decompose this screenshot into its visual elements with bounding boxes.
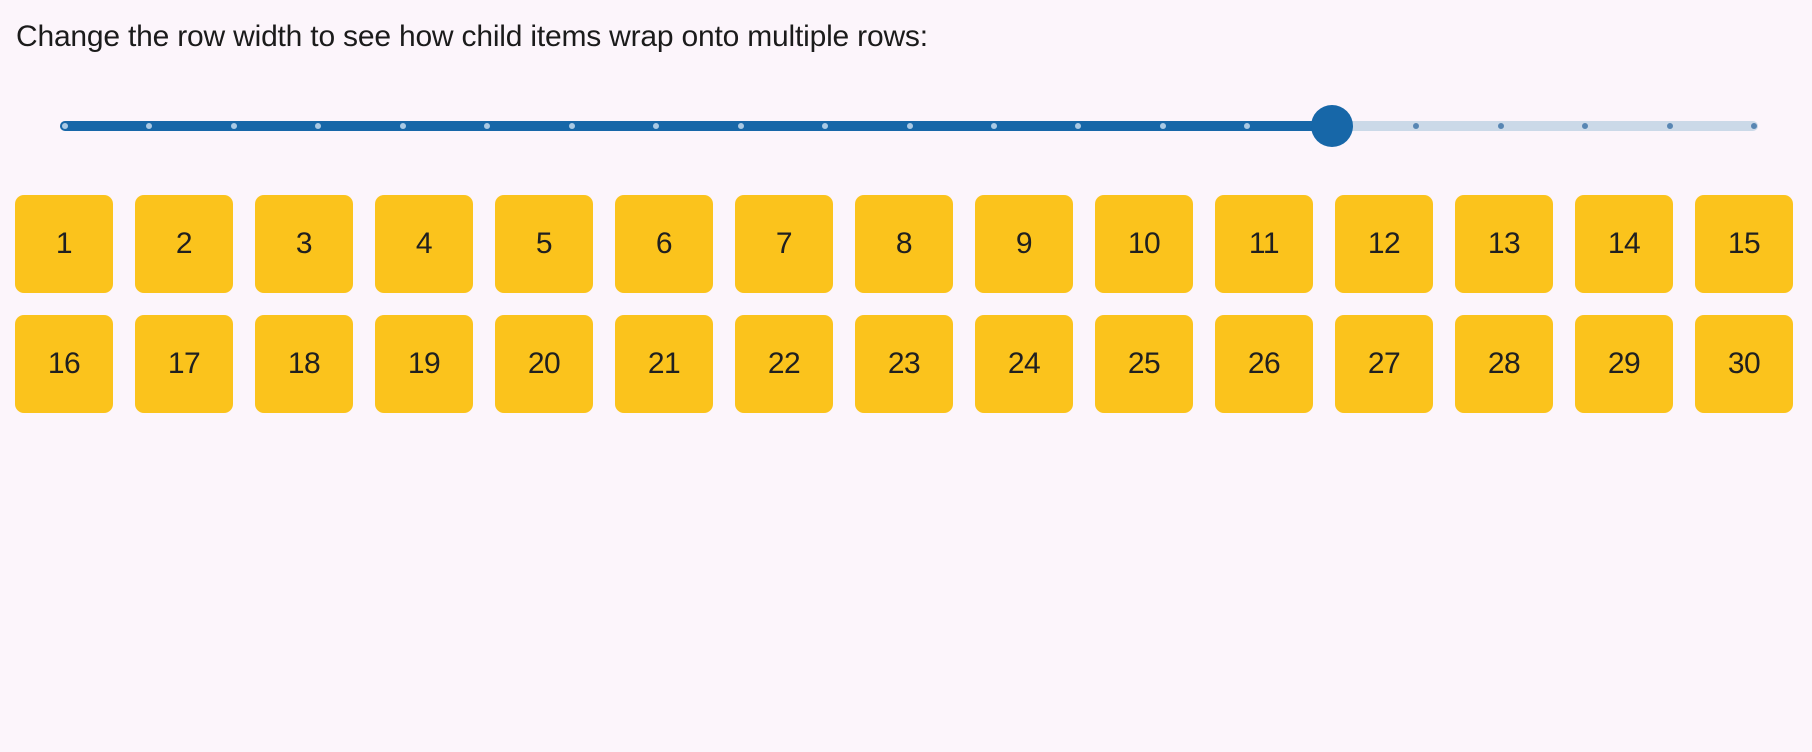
grid-item-label: 13 (1487, 227, 1521, 260)
slider-tick (1582, 123, 1589, 129)
slider-tick (62, 123, 68, 129)
grid-item-23[interactable]: 23 (855, 315, 953, 413)
grid-item-label: 1 (55, 227, 73, 260)
slider-tick (568, 123, 575, 129)
slider-tick (1244, 123, 1251, 129)
grid-item-20[interactable]: 20 (495, 315, 593, 413)
grid-item-label: 10 (1127, 227, 1161, 260)
grid-item-label: 18 (287, 347, 321, 380)
grid-item-label: 8 (895, 227, 913, 260)
grid-item-label: 26 (1247, 347, 1281, 380)
grid-item-22[interactable]: 22 (735, 315, 833, 413)
grid-item-label: 16 (47, 347, 81, 380)
grid-item-label: 24 (1007, 347, 1041, 380)
grid-item-29[interactable]: 29 (1575, 315, 1673, 413)
grid-item-label: 29 (1607, 347, 1641, 380)
grid-item-label: 7 (775, 227, 793, 260)
slider-tick (230, 123, 237, 129)
grid-item-13[interactable]: 13 (1455, 195, 1553, 293)
grid-item-14[interactable]: 14 (1575, 195, 1673, 293)
grid-item-label: 20 (527, 347, 561, 380)
grid-item-8[interactable]: 8 (855, 195, 953, 293)
slider-tick (1751, 123, 1757, 129)
grid-item-15[interactable]: 15 (1695, 195, 1793, 293)
grid-item-label: 17 (167, 347, 201, 380)
grid-item-26[interactable]: 26 (1215, 315, 1313, 413)
grid-item-label: 30 (1727, 347, 1761, 380)
slider-thumb[interactable] (1310, 105, 1353, 147)
grid-item-2[interactable]: 2 (135, 195, 233, 293)
slider-tick (484, 123, 491, 129)
grid-item-6[interactable]: 6 (615, 195, 713, 293)
grid-item-17[interactable]: 17 (135, 315, 233, 413)
grid-item-27[interactable]: 27 (1335, 315, 1433, 413)
grid-item-label: 19 (407, 347, 441, 380)
slider-tick (1075, 123, 1082, 129)
grid-item-25[interactable]: 25 (1095, 315, 1193, 413)
grid-item-12[interactable]: 12 (1335, 195, 1433, 293)
grid-item-11[interactable]: 11 (1215, 195, 1313, 293)
grid-item-label: 23 (887, 347, 921, 380)
grid-item-label: 15 (1727, 227, 1761, 260)
grid-item-30[interactable]: 30 (1695, 315, 1793, 413)
slider-tick (990, 123, 997, 129)
slider-tick (146, 123, 153, 129)
slider-tick (1666, 123, 1673, 129)
slider-track-filled[interactable] (60, 121, 1332, 131)
grid-item-label: 3 (295, 227, 313, 260)
grid-item-label: 25 (1127, 347, 1161, 380)
grid-item-label: 21 (647, 347, 681, 380)
slider-tick (653, 123, 660, 129)
grid-item-label: 4 (415, 227, 433, 260)
slider-tick (399, 123, 406, 129)
grid-item-21[interactable]: 21 (615, 315, 713, 413)
grid-item-10[interactable]: 10 (1095, 195, 1193, 293)
grid-item-3[interactable]: 3 (255, 195, 353, 293)
grid-item-28[interactable]: 28 (1455, 315, 1553, 413)
grid-item-label: 27 (1367, 347, 1401, 380)
grid-item-label: 2 (175, 227, 193, 260)
grid-item-7[interactable]: 7 (735, 195, 833, 293)
grid-item-1[interactable]: 1 (15, 195, 113, 293)
grid-item-9[interactable]: 9 (975, 195, 1073, 293)
grid-item-label: 5 (535, 227, 553, 260)
slider-tick (1413, 123, 1420, 129)
slider-tick (1159, 123, 1166, 129)
slider-tick (1497, 123, 1504, 129)
grid-item-4[interactable]: 4 (375, 195, 473, 293)
slider-tick (906, 123, 913, 129)
grid-item-24[interactable]: 24 (975, 315, 1073, 413)
grid-item-18[interactable]: 18 (255, 315, 353, 413)
slider-tick (315, 123, 322, 129)
page-title: Change the row width to see how child it… (16, 20, 928, 53)
grid-item-19[interactable]: 19 (375, 315, 473, 413)
grid-item-label: 6 (655, 227, 673, 260)
slider-tick (822, 123, 829, 129)
grid-item-5[interactable]: 5 (495, 195, 593, 293)
grid-item-label: 12 (1367, 227, 1401, 260)
grid-item-label: 28 (1487, 347, 1521, 380)
grid-item-label: 9 (1015, 227, 1033, 260)
grid-item-label: 22 (767, 347, 801, 380)
grid-item-label: 11 (1248, 227, 1280, 260)
slider-tick (737, 123, 744, 129)
grid-item-label: 14 (1607, 227, 1641, 260)
grid-item-16[interactable]: 16 (15, 315, 113, 413)
